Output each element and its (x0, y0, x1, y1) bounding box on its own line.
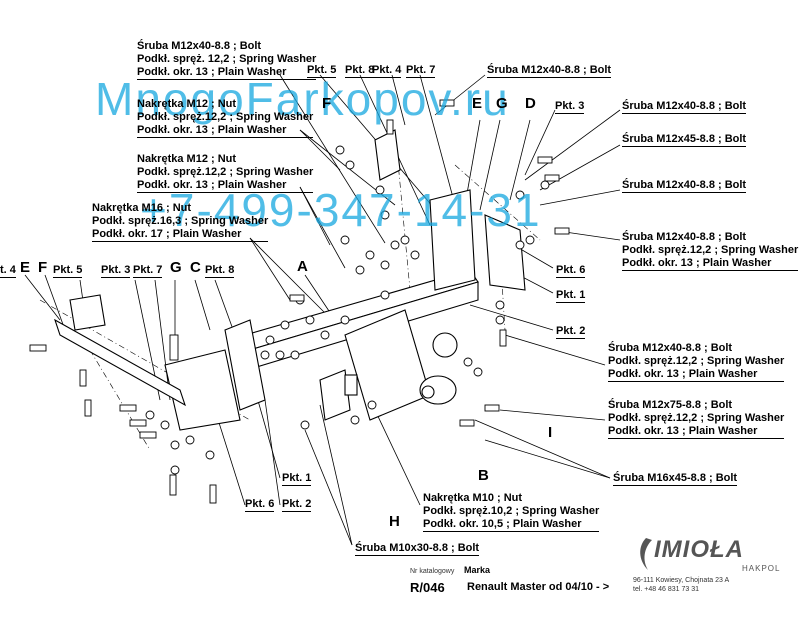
callout-nut-m12-b: Nakrętka M12 ; Nut Podkł. spręż.12,2 ; S… (137, 153, 314, 193)
pkt-7-top: Pkt. 7 (406, 64, 436, 78)
left-brackets (54, 294, 266, 431)
callout-line: Podkł. spręż.12,2 ; Spring Washer (622, 244, 799, 256)
part-letter-b: B (478, 467, 489, 484)
pkt-5-top: Pkt. 5 (307, 64, 337, 78)
pkt-2-bottom: Pkt. 2 (282, 498, 312, 512)
pkt-3-left: Pkt. 3 (101, 264, 131, 278)
callout-line: Podkł. spręż.12,2 ; Spring Washer (137, 111, 314, 123)
callout-bolt-m12x40-lower: Śruba M12x40-8.8 ; Bolt Podkł. spręż.12,… (608, 342, 785, 382)
pkt-8-left: Pkt. 8 (205, 264, 235, 278)
watermark-site: MnogoFarkopov.ru (95, 73, 510, 125)
part-letter-f-left: F (38, 259, 48, 276)
callout-line: Podkł. okr. 13 ; Plain Washer (137, 124, 314, 138)
part-letter-d-top: D (525, 95, 536, 112)
callout-line: Śruba M12x40-8.8 ; Bolt (608, 342, 733, 354)
part-letter-g-left: G (170, 259, 182, 276)
callout-line: Podkł. spręż. 12,2 ; Spring Washer (137, 53, 317, 65)
leader-lines (24, 74, 621, 546)
vehicle-model: Renault Master od 04/10 - > (467, 581, 610, 593)
part-letter-a: A (297, 258, 308, 275)
fasteners (29, 99, 570, 504)
callout-line: Podkł. spręż.16,3 ; Spring Washer (92, 215, 269, 227)
company-subname: HAKPOL (742, 564, 781, 573)
callout-line: Śruba M12x40-8.8 ; Bolt (622, 231, 747, 243)
catalog-label: Nr katalogowy (410, 568, 455, 575)
callout-nut-m12-a: Nakrętka M12 ; Nut Podkł. spręż.12,2 ; S… (137, 98, 314, 138)
pkt-8-top: Pkt. 8 (345, 64, 375, 78)
company-phone: tel. +48 46 831 73 31 (633, 586, 699, 593)
part-letter-f-top: F (322, 95, 332, 112)
callout-line: Podkł. okr. 13 ; Plain Washer (608, 425, 785, 439)
callout-line: Śruba M12x40-8.8 ; Bolt (137, 40, 262, 52)
part-letter-c-left: C (190, 259, 201, 276)
callout-line: Podkł. okr. 17 ; Plain Washer (92, 228, 269, 242)
company-logo: IMIOŁA HAKPOL (632, 532, 782, 577)
callout-bolt-m12x40-top: Śruba M12x40-8.8 ; Bolt Podkł. spręż. 12… (137, 40, 317, 80)
part-letter-e-left: E (20, 259, 31, 276)
callout-bolt-m12x45: Śruba M12x45-8.8 ; Bolt (622, 133, 747, 147)
callout-line: Podkł. spręż.10,2 ; Spring Washer (423, 505, 600, 517)
logo-swoosh-icon (640, 538, 652, 570)
callout-line: Nakrętka M16 ; Nut (92, 202, 192, 214)
callout-line: Podkł. okr. 13 ; Plain Washer (622, 257, 799, 271)
pkt-2-right: Pkt. 2 (556, 325, 586, 339)
pkt-4-top: Pkt. 4 (372, 64, 402, 78)
catalog-number: R/046 (410, 580, 445, 595)
callout-line: Nakrętka M12 ; Nut (137, 98, 237, 110)
pkt-1-right: Pkt. 1 (556, 289, 586, 303)
callout-line: Podkł. okr. 13 ; Plain Washer (137, 179, 314, 193)
towbar-neck (319, 309, 458, 421)
callout-bolt-m12x40-top-right: Śruba M12x40-8.8 ; Bolt (487, 64, 612, 78)
brand-label: Marka (464, 565, 491, 575)
callout-bolt-m12x40-right-b: Śruba M12x40-8.8 ; Bolt (622, 179, 747, 193)
callout-line: Podkł. okr. 13 ; Plain Washer (608, 368, 785, 382)
pkt-7-left: Pkt. 7 (133, 264, 163, 278)
callout-line: Podkł. spręż.12,2 ; Spring Washer (608, 412, 785, 424)
callout-line: Nakrętka M12 ; Nut (137, 153, 237, 165)
pkt-3-right: Pkt. 3 (555, 100, 585, 114)
pkt-6-right: Pkt. 6 (556, 264, 586, 278)
pkt-4-left: t. 4 (0, 264, 16, 278)
pkt-1-bottom: Pkt. 1 (282, 472, 312, 486)
callout-line: Podkł. okr. 13 ; Plain Washer (137, 66, 317, 80)
callout-bolt-m10x30: Śruba M10x30-8.8 ; Bolt (355, 542, 480, 556)
right-brackets (374, 129, 526, 291)
callout-bolt-m16x45: Śruba M16x45-8.8 ; Bolt (613, 472, 738, 486)
part-letter-e-top: E (472, 95, 483, 112)
part-letter-i: I (548, 424, 553, 441)
callout-line: Śruba M12x75-8.8 ; Bolt (608, 399, 733, 411)
pkt-5-left: Pkt. 5 (53, 264, 83, 278)
callout-line: Podkł. spręż.12,2 ; Spring Washer (137, 166, 314, 178)
callout-bolt-m12x40-right-a: Śruba M12x40-8.8 ; Bolt (622, 100, 747, 114)
callout-nut-m16: Nakrętka M16 ; Nut Podkł. spręż.16,3 ; S… (92, 202, 269, 242)
company-name: IMIOŁA (654, 536, 744, 563)
company-address: 96-111 Kowiesy, Chojnata 23 A (633, 577, 730, 584)
part-letter-g-top: G (496, 95, 508, 112)
callout-line: Podkł. okr. 10,5 ; Plain Washer (423, 518, 600, 532)
callout-bolt-m12x75: Śruba M12x75-8.8 ; Bolt Podkł. spręż.12,… (608, 399, 785, 439)
pkt-6-bottom: Pkt. 6 (245, 498, 275, 512)
part-letter-h: H (389, 513, 400, 530)
callout-line: Nakrętka M10 ; Nut (423, 492, 523, 504)
callout-line: Podkł. spręż.12,2 ; Spring Washer (608, 355, 785, 367)
callout-nut-m10: Nakrętka M10 ; Nut Podkł. spręż.10,2 ; S… (423, 492, 600, 532)
callout-bolt-m12x40-right-c: Śruba M12x40-8.8 ; Bolt Podkł. spręż.12,… (622, 231, 799, 271)
